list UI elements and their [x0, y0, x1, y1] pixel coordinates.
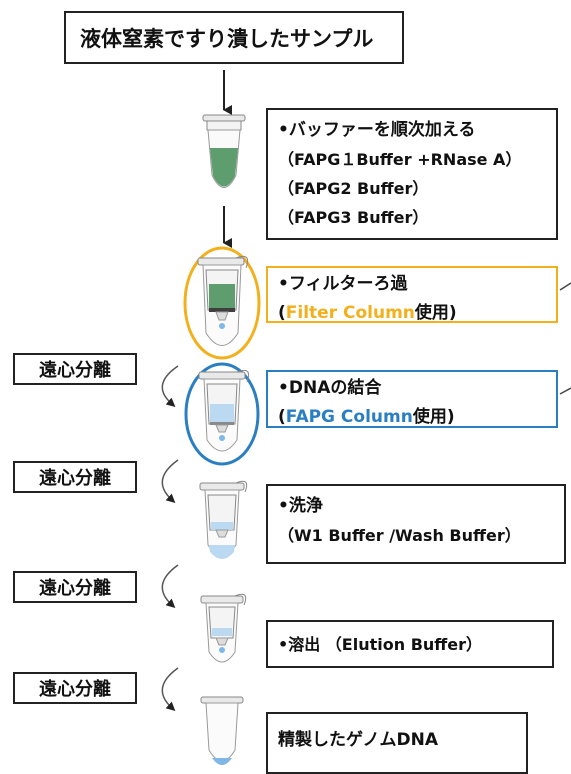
wash-step-box: •洗浄 （W1 Buffer /Wash Buffer） — [266, 484, 566, 564]
curve-arrow-2 — [161, 459, 179, 504]
curve-arrow-3 — [161, 564, 179, 609]
centrifuge-label-4: 遠心分離 — [13, 672, 137, 704]
curve-arrow-4 — [161, 667, 179, 712]
centrifuge-label-1: 遠心分離 — [13, 353, 137, 385]
filter-column-name: Filter Column — [285, 303, 415, 323]
centrifuge-label-3: 遠心分離 — [13, 571, 137, 603]
final-step-line1: 精製したゲノムDNA — [278, 729, 438, 750]
buffer-step-line1: •バッファーを順次加える — [278, 120, 476, 140]
buffer-step-line4: （FAPG3 Buffer） — [278, 208, 429, 227]
centrifuge-label-4-text: 遠心分離 — [39, 679, 111, 700]
binding-step-box: •DNAの結合 (FAPG Column使用) — [266, 370, 558, 428]
buffer-step-line2: （FAPG１Buffer +RNase A） — [278, 150, 522, 169]
curve-arrow-1 — [161, 365, 179, 407]
centrifuge-label-1-text: 遠心分離 — [39, 360, 111, 381]
filter-step-box: •フィルターろ過 (Filter Column使用) — [266, 266, 558, 323]
filter-step-line2: (Filter Column使用) — [278, 299, 546, 328]
buffer-step-box: •バッファーを順次加える （FAPG１Buffer +RNase A） （FAP… — [266, 108, 558, 240]
centrifuge-label-2: 遠心分離 — [13, 461, 137, 493]
wash-step-line2: （W1 Buffer /Wash Buffer） — [278, 526, 521, 545]
buffer-step-line3: （FAPG2 Buffer） — [278, 179, 429, 198]
tube-icon-elution — [200, 593, 247, 663]
binding-usage: 使用) — [412, 407, 455, 427]
connector-line-1 — [559, 282, 571, 291]
tube-icon-binding — [198, 369, 250, 452]
final-step-box: 精製したゲノムDNA — [266, 712, 528, 774]
tube-icon-buffer — [202, 114, 246, 188]
filter-usage: 使用) — [414, 303, 457, 323]
tube-icon-filter — [197, 255, 249, 346]
binding-step-line2: (FAPG Column使用) — [278, 403, 546, 432]
filter-highlight-circle — [183, 246, 261, 360]
elution-step-box: •溶出 （Elution Buffer） — [266, 620, 554, 668]
sample-title: 液体窒素ですり潰したサンプル — [80, 26, 374, 51]
centrifuge-label-3-text: 遠心分離 — [39, 578, 111, 599]
wash-step-line1: •洗浄 — [278, 496, 323, 516]
binding-highlight-circle — [184, 362, 260, 466]
tube-icon-final — [200, 696, 244, 765]
filter-open-paren: ( — [278, 303, 286, 323]
sample-box: 液体窒素ですり潰したサンプル — [64, 11, 404, 64]
filter-step-line1: •フィルターろ過 — [278, 274, 408, 294]
elution-step-line1: •溶出 （Elution Buffer） — [278, 634, 482, 654]
tube-icon-wash — [199, 480, 248, 559]
binding-open-paren: ( — [278, 407, 286, 427]
binding-column-name: FAPG Column — [285, 407, 413, 427]
connector-line-2 — [559, 387, 571, 395]
binding-step-line1: •DNAの結合 — [278, 378, 382, 398]
centrifuge-label-2-text: 遠心分離 — [39, 468, 111, 489]
